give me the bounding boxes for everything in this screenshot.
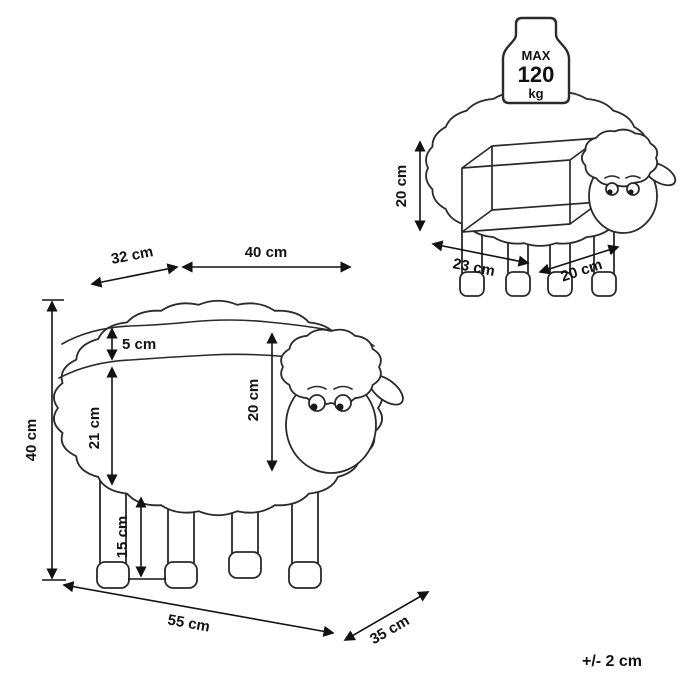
max-load-unit: kg bbox=[528, 86, 543, 101]
max-load-value: 120 bbox=[518, 62, 555, 87]
dim-label-top-seat-width: 40 cm bbox=[245, 244, 288, 261]
hoof bbox=[288, 561, 322, 589]
dim-label-lid-thickness: 5 cm bbox=[122, 336, 156, 353]
arrow-32cm bbox=[90, 263, 179, 288]
tolerance-note: +/- 2 cm bbox=[582, 653, 642, 670]
side-view: 32 cm 40 cm 5 cm 21 cm 20 cm 40 cm 15 cm… bbox=[23, 243, 430, 648]
eyebrow-left bbox=[604, 175, 620, 179]
dim-label-top-back-width: 32 cm bbox=[110, 243, 155, 268]
dim-label-inner-height: 20 cm bbox=[393, 165, 410, 208]
dim-label-depth: 35 cm bbox=[367, 612, 412, 648]
dim-label-head-height: 20 cm bbox=[245, 379, 262, 422]
dim-label-length: 55 cm bbox=[166, 612, 211, 636]
pupil-right bbox=[336, 403, 344, 411]
arrow-inner-depth-20cm bbox=[538, 244, 620, 275]
sheep-stool-open-drawing bbox=[425, 89, 677, 297]
max-load-weight-icon: MAX 120 kg bbox=[501, 16, 571, 105]
hoof bbox=[505, 271, 531, 297]
pupil-right bbox=[628, 189, 634, 195]
dim-label-leg-height: 15 cm bbox=[114, 516, 131, 559]
eyebrow-right bbox=[333, 385, 353, 390]
max-load-label: MAX bbox=[522, 48, 551, 63]
sheep-stool-side-drawing bbox=[53, 299, 404, 589]
side-view-dimension-arrows bbox=[42, 261, 430, 641]
arrow-55cm bbox=[62, 581, 335, 637]
storage-box bbox=[461, 137, 601, 233]
arrow-inner-23cm bbox=[431, 240, 530, 267]
hoof bbox=[459, 271, 485, 297]
dim-label-body-height: 21 cm bbox=[86, 407, 103, 450]
fluffy-hair bbox=[280, 328, 382, 406]
storage-view-dimension-arrows bbox=[414, 140, 620, 275]
dim-label-total-height: 40 cm bbox=[23, 419, 40, 462]
hoof bbox=[96, 561, 130, 589]
storage-view: MAX 120 kg 20 cm 23 cm 20 cm bbox=[393, 16, 677, 297]
pupil-left bbox=[607, 189, 613, 195]
hoof bbox=[164, 561, 198, 589]
hoof bbox=[591, 271, 617, 297]
eyebrow-right bbox=[625, 175, 641, 179]
pupil-left bbox=[310, 403, 318, 411]
fluffy-hair bbox=[580, 128, 659, 188]
eyebrow-left bbox=[307, 385, 327, 390]
hoof bbox=[228, 551, 262, 579]
arrow-35cm bbox=[343, 591, 430, 641]
